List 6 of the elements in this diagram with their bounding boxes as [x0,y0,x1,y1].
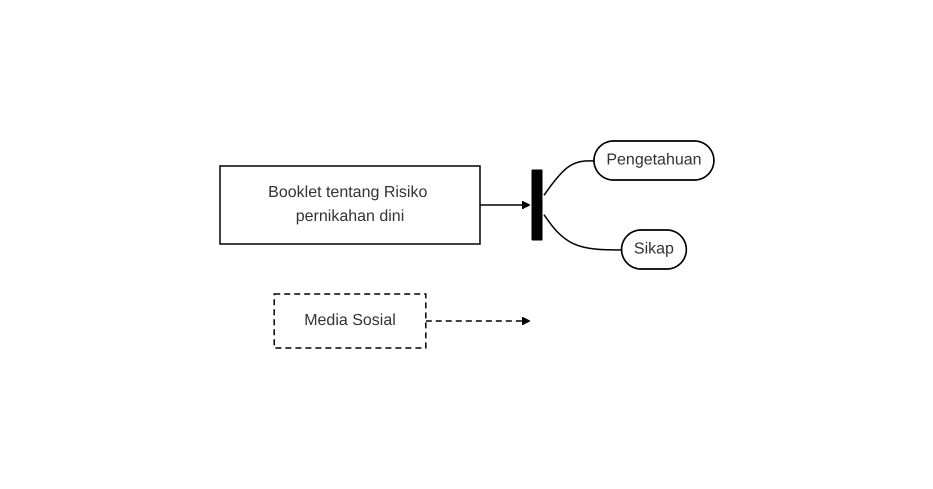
node-box: Media Sosial [272,293,426,349]
connector [542,160,594,196]
arrow [425,316,530,326]
arrow [480,200,530,210]
connector [542,214,622,251]
node-box: Booklet tentang Risiko pernikahan dini [218,165,480,245]
